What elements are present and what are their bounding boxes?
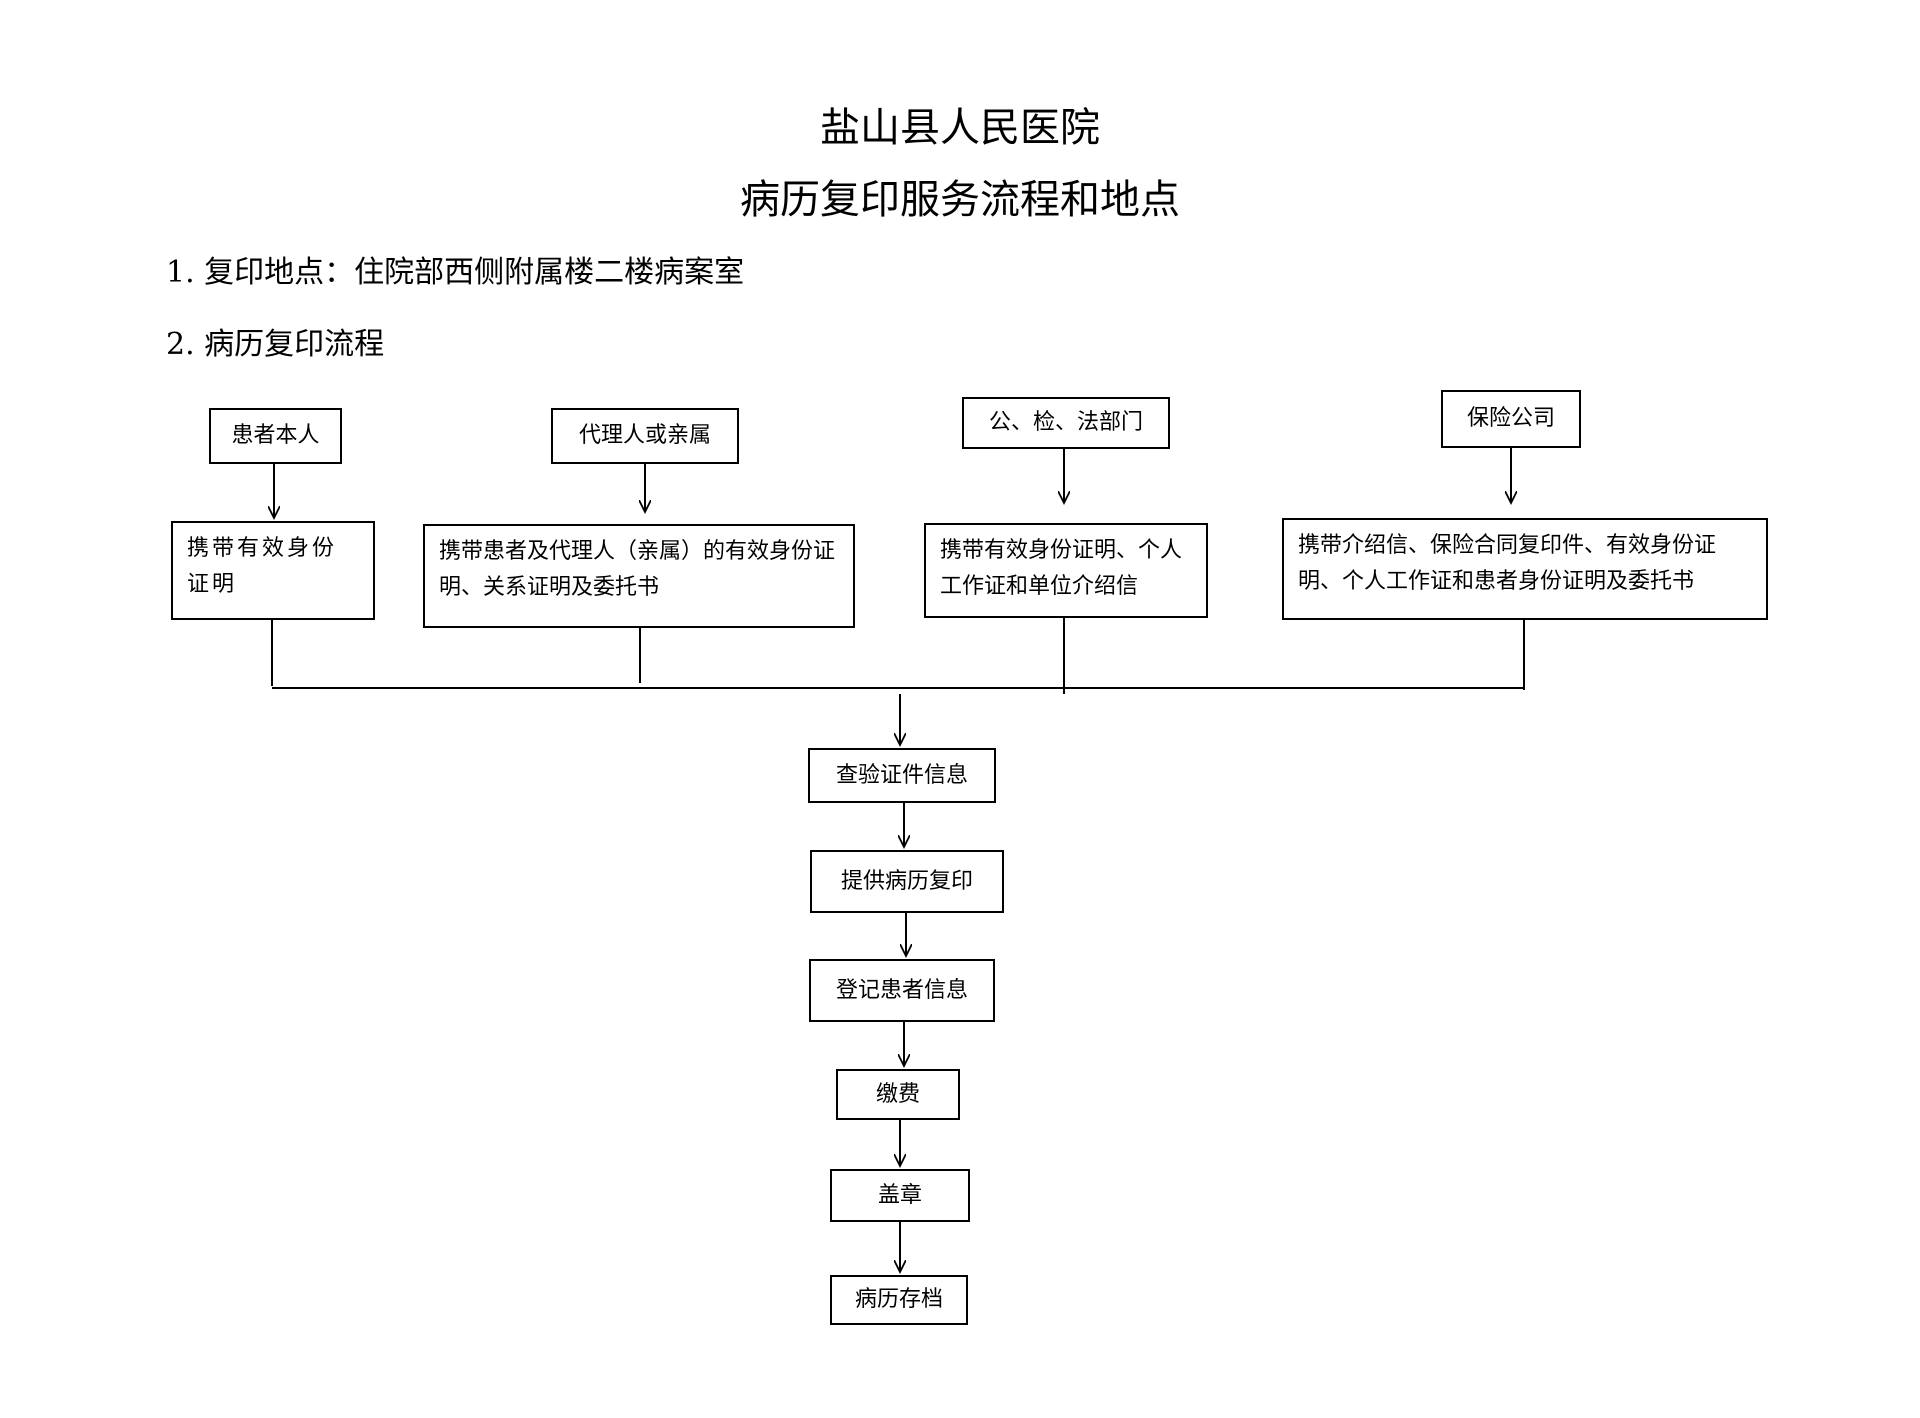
- applicant-box-judicial-departments: 公、检、法部门: [962, 397, 1170, 449]
- merge-lines: [271, 618, 1525, 694]
- copy-process-heading: 2. 病历复印流程: [166, 327, 385, 362]
- step-archive-record: 病历存档: [830, 1275, 968, 1325]
- flowchart-title: 病历复印服务流程和地点: [740, 177, 1180, 223]
- requirement-box-patient: 携带有效身份证明: [171, 521, 375, 620]
- applicant-arrows: [274, 448, 1511, 518]
- requirement-box-judicial-departments: 携带有效身份证明、个人工作证和单位介绍信: [924, 523, 1208, 618]
- step-register-patient-info: 登记患者信息: [809, 959, 995, 1022]
- applicant-box-agent-relative: 代理人或亲属: [551, 408, 739, 464]
- step-stamp: 盖章: [830, 1169, 970, 1222]
- step-arrows: [900, 694, 906, 1272]
- requirement-box-insurance-company: 携带介绍信、保险合同复印件、有效身份证明、个人工作证和患者身份证明及委托书: [1282, 518, 1768, 620]
- requirement-box-agent-relative: 携带患者及代理人（亲属）的有效身份证明、关系证明及委托书: [423, 524, 855, 628]
- step-provide-copy: 提供病历复印: [810, 850, 1004, 913]
- applicant-box-insurance-company: 保险公司: [1441, 390, 1581, 448]
- copy-location-line: 1. 复印地点：住院部西侧附属楼二楼病案室: [166, 255, 745, 290]
- applicant-box-patient: 患者本人: [209, 408, 342, 464]
- step-verify-documents: 查验证件信息: [808, 748, 996, 803]
- step-pay-fee: 缴费: [836, 1069, 960, 1120]
- hospital-name-title: 盐山县人民医院: [820, 105, 1100, 151]
